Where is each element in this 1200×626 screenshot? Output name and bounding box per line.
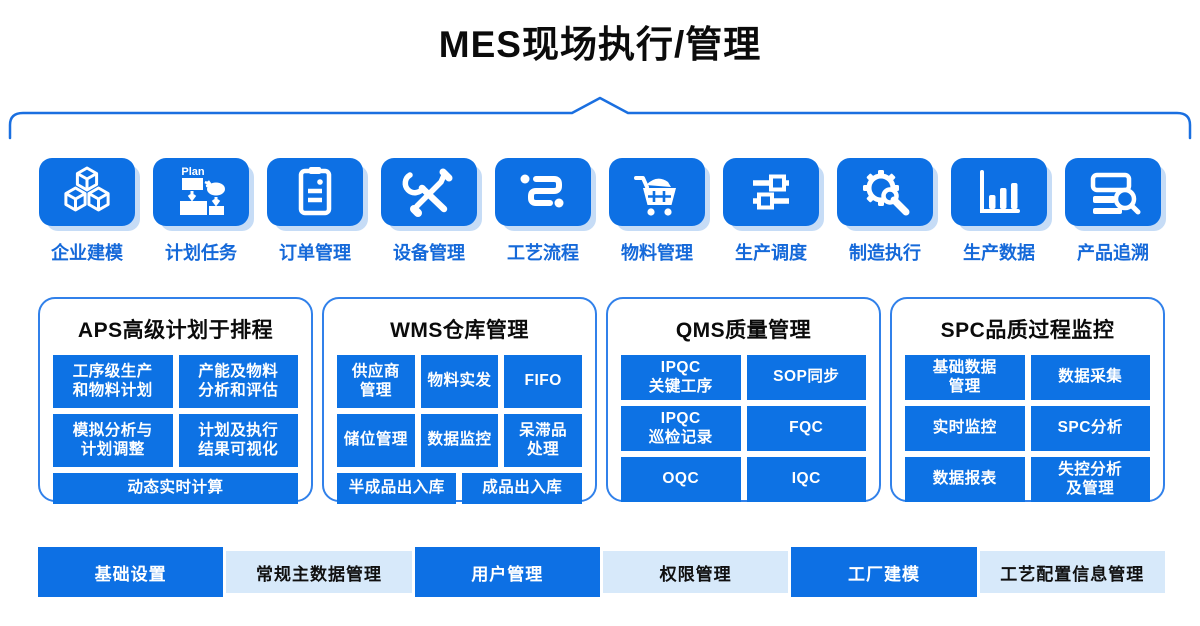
sliders-icon (723, 158, 819, 226)
icon-label: 制造执行 (849, 243, 921, 263)
icon-label: 计划任务 (165, 243, 237, 263)
icon-item: 物料管理 (608, 158, 706, 265)
tools-icon (381, 158, 477, 226)
icon-item: 企业建模 (38, 158, 136, 265)
module-title: QMS质量管理 (675, 319, 812, 342)
module-cell: 数据监控 (420, 414, 499, 467)
plan-flowchart-icon: Plan (153, 158, 249, 226)
trace-search-icon (1065, 158, 1161, 226)
module-cell: 工序级生产 和物料计划 (53, 355, 173, 408)
icon-label: 设备管理 (393, 243, 465, 263)
foundation-segment: 权限管理 (602, 551, 789, 593)
icon-label: 物料管理 (621, 243, 693, 263)
icon-item: 产品追溯 (1064, 158, 1162, 265)
module-cell: FIFO (504, 355, 582, 408)
module-cell: 实时监控 (905, 406, 1025, 451)
module-cell: 动态实时计算 (53, 473, 298, 504)
foundation-segment: 用户管理 (414, 547, 600, 597)
icon-item: 制造执行 (836, 158, 934, 265)
module-cell: 数据采集 (1030, 355, 1150, 400)
module-cell: IPQC 关键工序 (621, 355, 741, 400)
module-cell: IPQC 巡检记录 (621, 406, 741, 451)
page-title: MES现场执行/管理 (438, 24, 762, 65)
icon-item: Plan 计划任务 (152, 158, 250, 265)
gear-wrench-icon (837, 158, 933, 226)
icon-item: 订单管理 (266, 158, 364, 265)
module-cell: SOP同步 (746, 355, 866, 400)
module-cell: FQC (746, 406, 866, 451)
plan-badge: Plan (181, 166, 205, 178)
icon-item: 设备管理 (380, 158, 478, 265)
module-cell: 计划及执行 结果可视化 (178, 414, 298, 467)
module-cell: IQC (746, 457, 866, 502)
module-cell: 供应商 管理 (337, 355, 415, 408)
cubes-icon (39, 158, 135, 226)
icon-label: 工艺流程 (507, 243, 579, 263)
module-cell: OQC (621, 457, 741, 502)
module-cell: 物料实发 (420, 355, 499, 408)
icon-label: 企业建模 (51, 243, 123, 263)
module-cell: SPC分析 (1030, 406, 1150, 451)
module-cell: 产能及物料 分析和评估 (178, 355, 298, 408)
icon-label: 产品追溯 (1077, 243, 1149, 263)
material-cart-icon (609, 158, 705, 226)
foundation-segment: 工厂建模 (791, 547, 977, 597)
module-boxes: APS高级计划于排程工序级生产 和物料计划产能及物料 分析和评估模拟分析与 计划… (38, 297, 1165, 504)
module-cell: 基础数据 管理 (905, 355, 1025, 400)
module-cell: 数据报表 (905, 457, 1025, 502)
bar-chart-icon (951, 158, 1047, 226)
feature-icon-row: 企业建模 Plan 计划任务 订单管理 设备管理 工艺流程 物料管理 生产调度 制造执行 生产数据… (38, 158, 1162, 265)
foundation-bar: 基础设置常规主数据管理用户管理权限管理工厂建模工艺配置信息管理 (38, 547, 1165, 597)
clipboard-icon (267, 158, 363, 226)
foundation-segment: 常规主数据管理 (226, 551, 412, 593)
module-cell: 半成品出入库 (337, 473, 457, 504)
icon-label: 订单管理 (279, 243, 351, 263)
brace-connector (8, 96, 1192, 140)
foundation-segment: 基础设置 (38, 547, 224, 597)
module-cell: 储位管理 (337, 414, 415, 467)
foundation-segment: 工艺配置信息管理 (979, 551, 1165, 593)
module-cell: 失控分析 及管理 (1030, 457, 1150, 502)
module-box: APS高级计划于排程工序级生产 和物料计划产能及物料 分析和评估模拟分析与 计划… (38, 297, 313, 504)
module-title: WMS仓库管理 (390, 319, 529, 342)
module-grid: 工序级生产 和物料计划产能及物料 分析和评估模拟分析与 计划调整计划及执行 结果… (53, 355, 298, 504)
module-title: APS高级计划于排程 (77, 319, 274, 342)
icon-item: 工艺流程 (494, 158, 592, 265)
module-title: SPC品质过程监控 (940, 319, 1115, 342)
icon-item: 生产数据 (950, 158, 1048, 265)
process-flow-icon (495, 158, 591, 226)
icon-label: 生产数据 (963, 243, 1035, 263)
module-cell: 成品出入库 (462, 473, 582, 504)
module-cell: 呆滞品 处理 (504, 414, 582, 467)
module-cell: 模拟分析与 计划调整 (53, 414, 173, 467)
icon-item: 生产调度 (722, 158, 820, 265)
icon-label: 生产调度 (735, 243, 807, 263)
